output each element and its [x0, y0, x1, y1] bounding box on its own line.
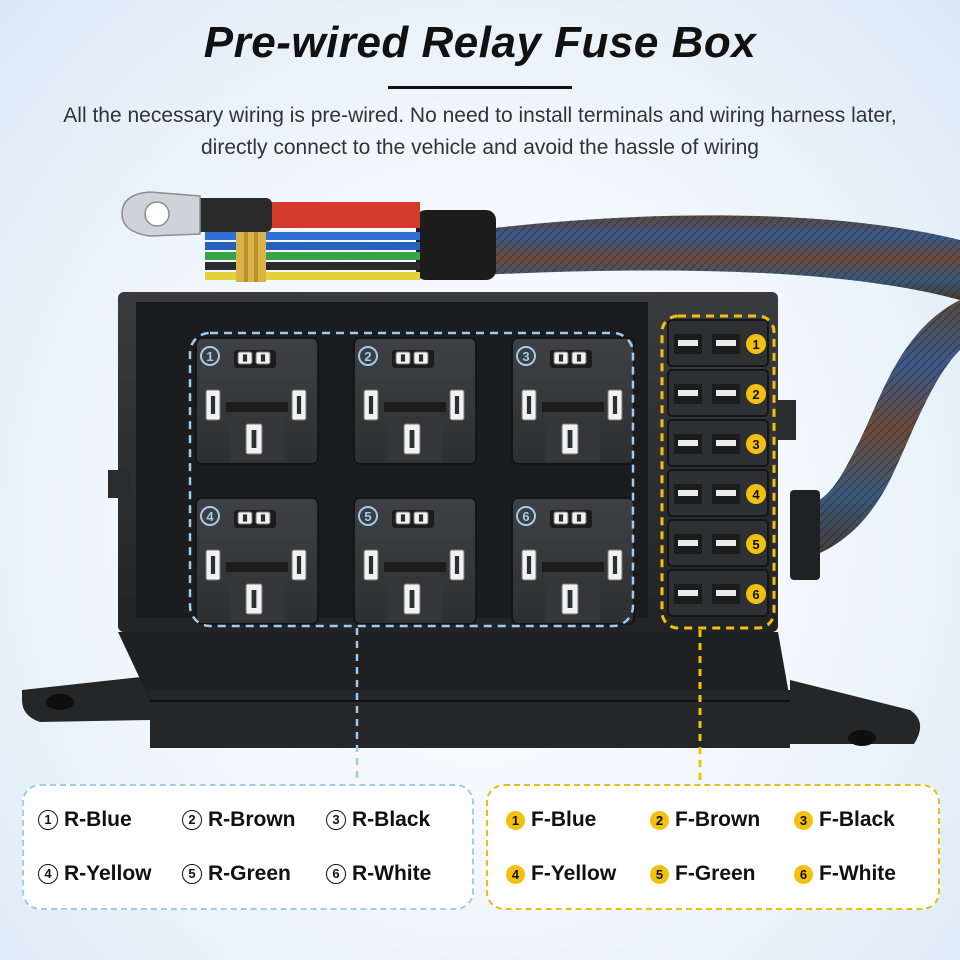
- page-title: Pre-wired Relay Fuse Box: [203, 18, 757, 67]
- fuse-socket-icon: 1: [667, 319, 769, 367]
- fuse-socket-icon: 4: [667, 469, 769, 517]
- relay-number-label: 4: [206, 509, 214, 524]
- relay-number-badge: [358, 346, 378, 366]
- relay-socket-icon: 5: [353, 497, 477, 625]
- fuse-number-label: 6: [752, 587, 759, 602]
- fuse-socket-icon: 3: [667, 419, 769, 467]
- relay-number-label: 5: [364, 509, 371, 524]
- relay-number-badge: [516, 346, 536, 366]
- relay-socket-icon: 2: [353, 337, 477, 465]
- fuse-number-badge: [746, 384, 766, 404]
- fuse-number-badge: [746, 584, 766, 604]
- fuse-number-badge: [746, 334, 766, 354]
- relay-socket-group: 1 2 3 4 5 6: [195, 337, 635, 625]
- fuse-number-badge: [746, 434, 766, 454]
- relay-number-badge: [200, 346, 220, 366]
- relay-number-badge: [516, 506, 536, 526]
- fuse-number-label: 4: [752, 487, 760, 502]
- wire-harness-icon: [190, 198, 960, 560]
- relay-socket-icon: 1: [195, 337, 319, 465]
- title-underline: [388, 86, 572, 89]
- fuse-number-label: 1: [752, 337, 759, 352]
- page-subtitle: All the necessary wiring is pre-wired. N…: [63, 104, 897, 159]
- ring-terminal-icon: [121, 191, 201, 237]
- fuse-number-badge: [746, 484, 766, 504]
- relay-socket-icon: 3: [511, 337, 635, 465]
- relay-socket-icon: 6: [511, 497, 635, 625]
- fuse-highlight-frame: [660, 314, 776, 630]
- relay-highlight-frame: [188, 331, 635, 628]
- relay-number-label: 2: [364, 349, 371, 364]
- fuse-number-badge: [746, 534, 766, 554]
- fuse-number-label: 5: [752, 537, 759, 552]
- fuse-socket-icon: 6: [667, 569, 769, 617]
- fuse-number-label: 3: [752, 437, 759, 452]
- relay-number-label: 1: [206, 349, 213, 364]
- fuse-number-label: 2: [752, 387, 759, 402]
- relay-socket-icon: 4: [195, 497, 319, 625]
- relay-number-label: 6: [522, 509, 529, 524]
- fuse-socket-icon: 2: [667, 369, 769, 417]
- fuse-socket-icon: 5: [667, 519, 769, 567]
- relay-number-badge: [200, 506, 220, 526]
- fuse-socket-group: 1 2 3 4 5 6: [667, 319, 769, 617]
- relay-number-badge: [358, 506, 378, 526]
- relay-number-label: 3: [522, 349, 529, 364]
